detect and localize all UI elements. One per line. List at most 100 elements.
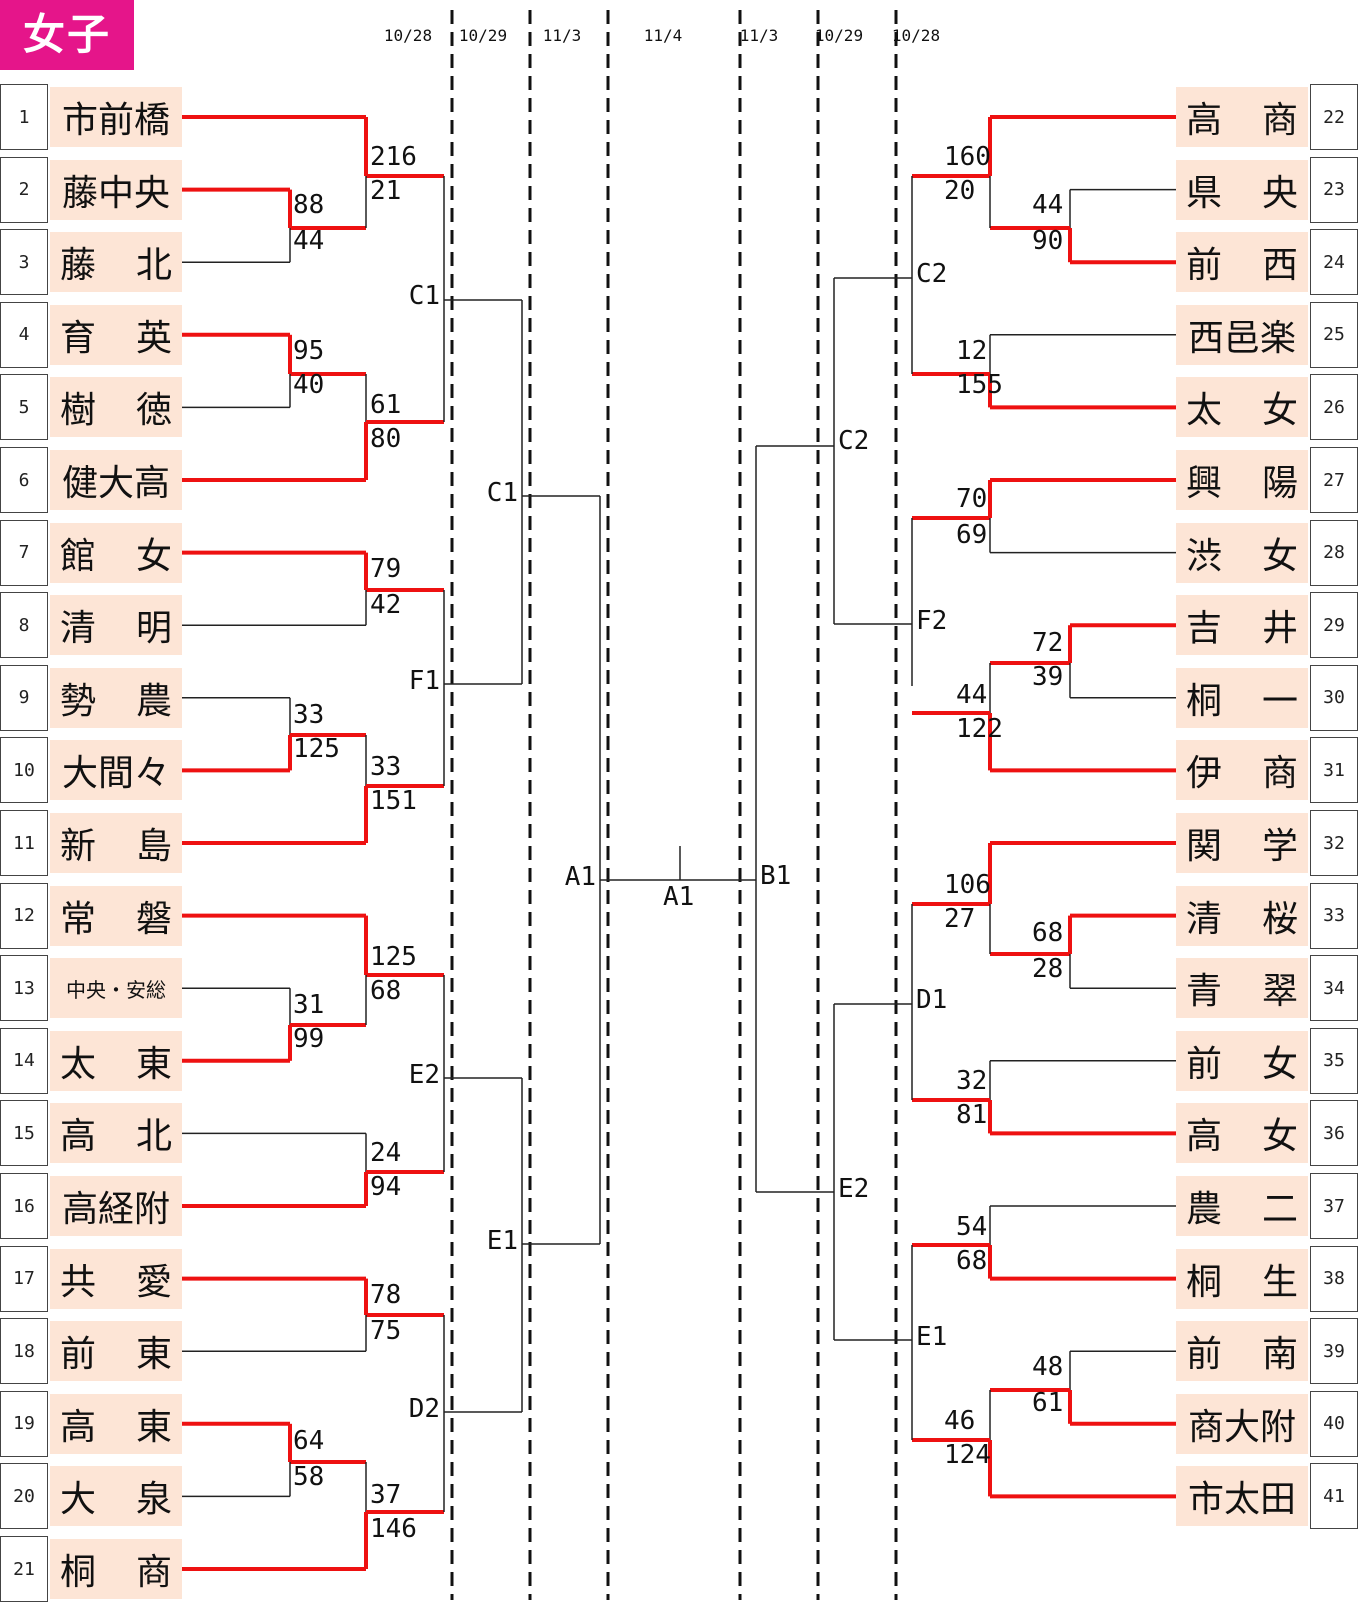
team-name-char: 勢 [60, 680, 97, 722]
team-name-char: 井 [1261, 608, 1298, 650]
team-name: 中央・安総 [50, 958, 182, 1019]
seed-number: 34 [1310, 955, 1358, 1022]
team-name-char: 陽 [1261, 463, 1298, 504]
team-name: 前南 [1176, 1321, 1308, 1382]
match-score: 28 [1032, 954, 1064, 984]
team-name: 健大高 [50, 450, 182, 510]
team-name: 常磐 [50, 885, 182, 946]
team-name-char: 高 [60, 1116, 97, 1158]
team-name: 太東 [50, 1030, 182, 1091]
match-score: 68 [956, 1246, 988, 1276]
team-name: 大泉 [50, 1466, 182, 1527]
team-name-char: 館 [60, 535, 97, 577]
team-name: 渋女 [1176, 522, 1308, 583]
team-name: 共愛 [50, 1248, 182, 1309]
bracket-slot-label: E1 [486, 1226, 518, 1256]
team-name-char: 藤 [60, 245, 97, 287]
team-name: 館女 [50, 522, 182, 583]
match-score: 94 [370, 1172, 402, 1202]
match-score: 151 [370, 786, 417, 816]
match-score: 32 [956, 1066, 988, 1096]
seed-number: 31 [1310, 737, 1358, 804]
team-name: 清桜 [1176, 885, 1308, 946]
seed-number: 36 [1310, 1100, 1358, 1167]
team-name-char: 樹 [60, 390, 97, 432]
match-score: 160 [944, 142, 991, 172]
team-name-char: 磐 [135, 898, 172, 940]
team-name-char: 女 [1261, 1116, 1298, 1158]
date-left-round1: 10/28 [383, 26, 433, 45]
bracket-slot-label: C1 [408, 281, 440, 311]
team-name-char: 渋 [1186, 535, 1223, 577]
seed-number: 18 [0, 1318, 48, 1385]
match-score: 54 [956, 1212, 988, 1242]
seed-number: 41 [1310, 1463, 1358, 1530]
team-name-char: 関 [1186, 826, 1223, 867]
team-name-char: 前 [1186, 1334, 1223, 1376]
seed-number: 30 [1310, 664, 1358, 731]
date-final: 11/4 [643, 26, 683, 45]
seed-number: 19 [0, 1390, 48, 1457]
match-score: 122 [956, 714, 1003, 744]
team-name-char: 桐 [1186, 680, 1223, 722]
seed-number: 11 [0, 810, 48, 876]
seed-number: 33 [1310, 882, 1358, 949]
team-name: 吉井 [1176, 595, 1308, 656]
seed-number: 2 [0, 156, 48, 223]
match-score: 24 [370, 1138, 402, 1168]
team-name-char: 女 [1261, 535, 1298, 577]
match-score: 95 [293, 336, 325, 366]
team-name: 県央 [1176, 159, 1308, 220]
team-name: 桐生 [1176, 1248, 1308, 1309]
team-name-char: 吉 [1186, 608, 1223, 650]
seed-number: 20 [0, 1463, 48, 1530]
bracket-title: 女子 [0, 0, 134, 70]
team-name-char: 東 [135, 1334, 172, 1376]
team-name: 大間々 [50, 740, 182, 801]
match-score: 33 [370, 752, 402, 782]
team-name-char: 大 [60, 1479, 97, 1521]
bracket-slot-label: C2 [916, 259, 948, 289]
match-score: 27 [944, 904, 976, 934]
match-score: 155 [956, 370, 1003, 400]
team-name: 桐一 [1176, 667, 1308, 728]
match-score: 70 [956, 484, 988, 514]
team-name-char: 二 [1261, 1189, 1298, 1230]
team-name-char: 翠 [1261, 971, 1298, 1013]
seed-number: 25 [1310, 301, 1358, 368]
bracket-slot-label: E2 [408, 1060, 440, 1090]
team-name-char: 東 [135, 1043, 172, 1085]
match-score: 125 [370, 942, 417, 972]
match-score: 78 [370, 1280, 402, 1310]
team-name-char: 女 [1261, 390, 1298, 432]
team-name: 市前橋 [50, 87, 182, 147]
match-score: 106 [944, 870, 991, 900]
seed-number: 13 [0, 955, 48, 1022]
seed-number: 8 [0, 592, 48, 659]
bracket-slot-label: A1 [663, 882, 695, 912]
seed-number: 26 [1310, 374, 1358, 441]
team-name-char: 興 [1186, 463, 1223, 504]
seed-number: 28 [1310, 519, 1358, 586]
team-name-char: 北 [135, 1116, 172, 1158]
match-score: 44 [956, 680, 988, 710]
team-name-char: 桐 [1186, 1261, 1223, 1303]
team-name: 興陽 [1176, 450, 1308, 510]
seed-number: 6 [0, 447, 48, 513]
team-name-char: 伊 [1186, 753, 1223, 795]
date-right-round1: 10/28 [891, 26, 941, 45]
team-name-char: 高 [1186, 1116, 1223, 1158]
team-name-char: 県 [1186, 172, 1223, 214]
seed-number: 3 [0, 229, 48, 296]
team-name-char: 青 [1186, 971, 1223, 1013]
team-name-char: 前 [1186, 245, 1223, 287]
team-name-char: 常 [60, 898, 97, 940]
team-name: 新島 [50, 813, 182, 873]
bracket-slot-label: D1 [916, 985, 948, 1015]
seed-number: 27 [1310, 447, 1358, 513]
match-score: 46 [944, 1406, 976, 1436]
match-score: 69 [956, 520, 988, 550]
team-name-char: 泉 [135, 1479, 172, 1521]
seed-number: 32 [1310, 810, 1358, 876]
